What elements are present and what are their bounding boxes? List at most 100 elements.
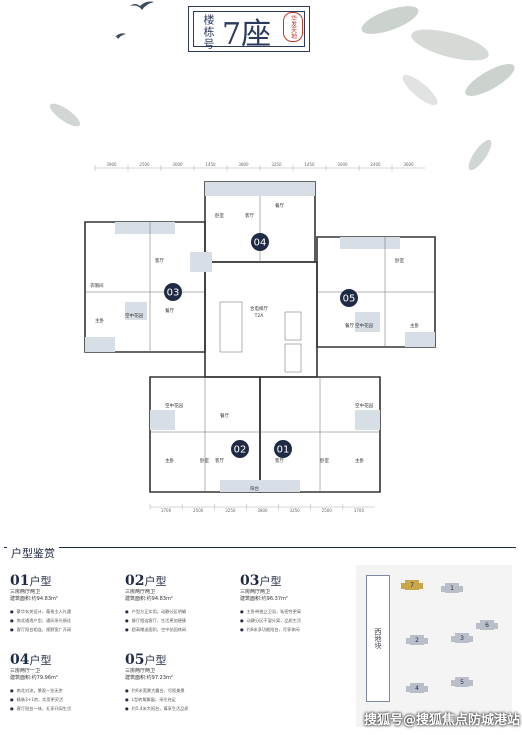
dimension-label: 3000 [172,162,183,167]
dimension-label: 3250 [290,508,301,512]
dimension-label: 3600 [403,162,414,167]
dimension-label: 3250 [271,162,282,167]
room-label: 空中花园 [355,402,373,409]
unit-badge [274,440,292,458]
room-label: 餐厅 [220,412,229,419]
unit-feature: 餐厅相连客厅，生活更加便捷 [125,616,235,625]
unit-feature: 约6米宽景大露台，尽揽美景 [125,686,235,695]
dimension-label: 3900 [106,162,117,167]
unit-layout: 三房两厅两卫 [240,589,271,595]
room-label: 卧室 [200,457,209,464]
site-building: 1 [441,583,463,593]
site-building: 2 [406,635,428,645]
unit-feature: 精装3+1房，实用更灵活 [10,695,120,704]
unit-badge [340,289,358,307]
unit-badge-number: 04 [254,238,267,249]
site-buildings: 7 1 2 3 4 5 6 [401,580,498,693]
unit-feature: 约8米多功能阳台，尽享休闲 [240,625,350,634]
building-number-title: 7座 [222,17,272,52]
unit-feature: 主卧带独立卫浴，私密性更高 [240,607,350,616]
unit-layout: 三房两厅两卫 [10,589,41,595]
room-label: 卧室 [395,257,404,264]
unit-feature: L型转角飘窗，采光充足 [125,695,235,704]
bird-decoration [112,1,154,39]
site-building: 5 [451,677,473,687]
seal-stamp: 华发天地 [283,12,303,42]
unit-badge-number: 03 [167,288,180,299]
elevator-hall-label: 合电梯厅 [250,305,268,312]
dimension-label: 2500 [193,508,204,512]
site-building: 3 [451,633,473,643]
room-label: 餐厅 [165,307,174,314]
unit-feature: 动静分区干湿分离，品质生活 [240,616,350,625]
room-label: 主卧 [95,317,104,324]
dimension-label: 3800 [238,162,249,167]
unit-number: 01 [10,573,30,589]
unit-area: 建筑面积:约97.23m² [125,675,173,681]
site-building-number: 3 [460,635,464,642]
dimension-label: 3700 [161,508,172,512]
leaf-decoration [49,103,81,127]
building-label: 楼栋号 [202,14,215,50]
unit-suffix: 户型 [144,654,167,667]
source-watermark: 搜狐号@搜狐焦点防城港站 [363,712,520,728]
unit-number: 05 [125,652,145,668]
unit-badge-number: 05 [343,294,356,305]
room-label: 阳台 [250,485,259,492]
room-label: 客厅 [155,257,164,264]
section-title: 户型鉴赏 [7,545,59,561]
room-label: 餐厅 [275,202,284,209]
room-label: 餐厅 [345,322,354,329]
unit-area: 建筑面积:约79.96m² [10,675,58,681]
dimension-label: 3000 [337,162,348,167]
unit-badge [164,283,182,301]
dimension-label: 1450 [205,162,216,167]
room-label: 衣帽间 [90,282,104,289]
leaf-decoration [361,6,515,106]
room-label: 空中花园 [355,322,373,329]
unit-number: 02 [125,573,145,589]
unit-feature: 约5.4米大阳台，尊享生活品质 [125,704,235,713]
unit-area: 建筑面积:约94.83m² [10,596,58,602]
unit-badge [251,233,269,251]
unit-feature: 超高赠送面积，空中花园休闲 [125,625,235,634]
leaf-decoration [468,139,492,171]
site-building-number: 1 [450,585,454,592]
unit-badge-number: 02 [234,445,247,456]
unit-layout: 三房两厅两卫 [125,589,156,595]
unit-number: 04 [10,652,30,668]
unit-suffix: 户型 [29,575,52,588]
unit-number: 03 [240,573,260,589]
unit-suffix: 户型 [29,654,52,667]
unit-layout: 三房两厅一卫 [10,668,41,674]
room-label: 客厅 [215,457,224,464]
dimension-label: 2500 [322,508,333,512]
unit-feature: 户型方正实用，动静分区明确 [125,607,235,616]
site-building: 6 [476,620,498,630]
section-divider [4,547,516,548]
room-label: 客厅 [245,212,254,219]
site-building-number: 6 [485,622,489,629]
site-building-number: 4 [415,685,419,692]
dimension-label: 2400 [370,162,381,167]
site-building-number: 5 [460,679,464,686]
site-building-number: 7 [410,582,414,589]
unit-layout: 三房两厅两卫 [125,668,156,674]
room-label: 主卧 [410,322,419,329]
room-label: 卧室 [320,457,329,464]
unit-feature: 客厅阳台一体，礼享开阔生活 [10,704,120,713]
unit-feature: 南北对流，景观一览无余 [10,686,120,695]
room-label: 主卧 [165,457,174,464]
room-label: 主卧 [355,457,364,464]
unit-area: 建筑面积:约96.37m² [240,596,288,602]
unit-feature: 豪华玄关设计，尊贵主人礼遇 [10,607,120,616]
room-label: 空中花园 [125,312,143,319]
site-block-label: 西地块 [366,575,390,702]
room-label: 卧室 [215,212,224,219]
